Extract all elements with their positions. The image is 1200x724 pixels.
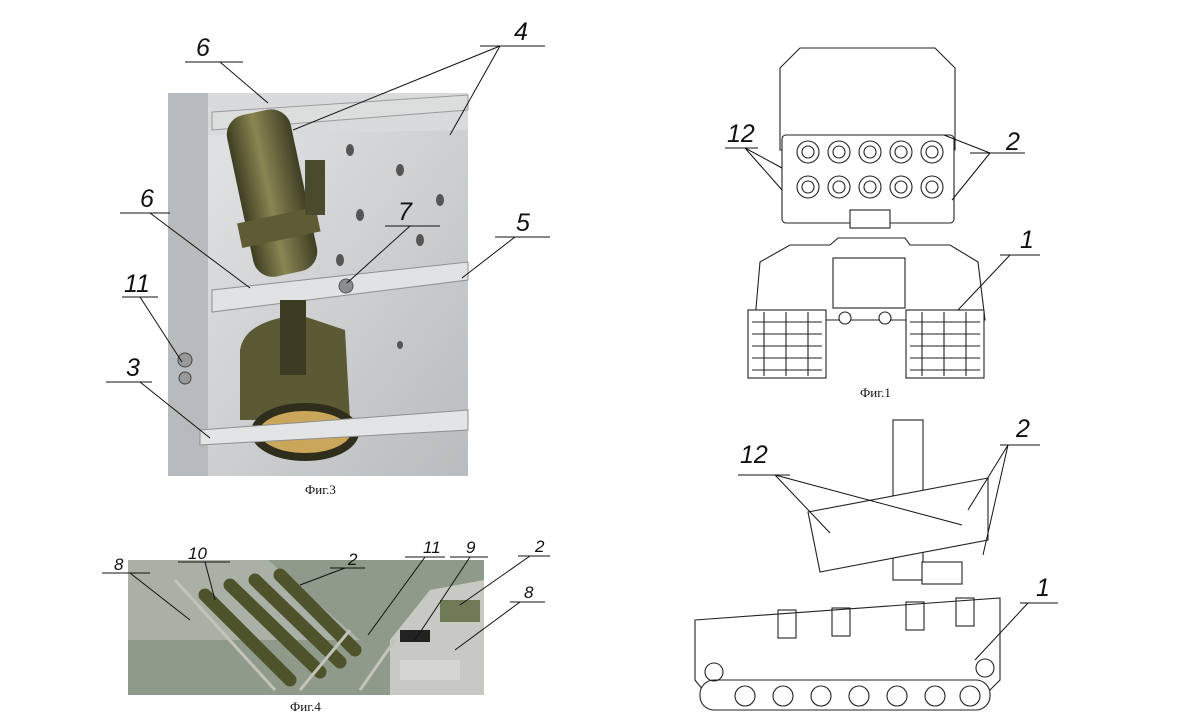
side-view-drawing bbox=[694, 419, 1001, 711]
fig4-label-8-right: 8 bbox=[524, 583, 534, 602]
fig3-labels: 6 4 6 7 5 11 3 Фиг.3 bbox=[124, 18, 530, 497]
fig1-track-left bbox=[747, 309, 827, 379]
fig1-label-2: 2 bbox=[1005, 128, 1020, 156]
fig1-label-1: 1 bbox=[1020, 226, 1034, 254]
fig1-track-right bbox=[905, 309, 985, 379]
side-view-label-1: 1 bbox=[1036, 574, 1050, 602]
fig1-label-12: 12 bbox=[727, 120, 755, 148]
fig4-label-2-right: 2 bbox=[534, 537, 545, 556]
fig3-photo bbox=[168, 93, 469, 476]
fig3-label-3: 3 bbox=[126, 354, 140, 382]
fig3-label-11: 11 bbox=[124, 270, 150, 298]
fig4-labels: 8 10 2 11 9 2 8 Фиг.4 bbox=[114, 537, 545, 714]
fig1-drawing bbox=[747, 47, 986, 379]
fig4-label-9: 9 bbox=[466, 538, 476, 557]
side-view-leaders bbox=[738, 444, 1058, 661]
fig4-label-2-left: 2 bbox=[347, 550, 358, 569]
fig4-label-10: 10 bbox=[188, 544, 207, 563]
fig4-leaders bbox=[102, 555, 550, 651]
fig3-label-7: 7 bbox=[398, 198, 413, 226]
side-view-labels: 12 2 1 bbox=[740, 415, 1050, 602]
fig4-photo bbox=[128, 560, 484, 695]
fig1-labels: 12 2 1 Фиг.1 bbox=[727, 120, 1034, 400]
fig1-tube-cluster bbox=[796, 140, 944, 199]
side-view-wheels bbox=[699, 658, 995, 711]
fig3-label-4: 4 bbox=[514, 18, 528, 46]
side-view-label-12: 12 bbox=[740, 441, 768, 469]
fig3-label-6-mid: 6 bbox=[140, 185, 154, 213]
fig4-caption: Фиг.4 bbox=[290, 699, 321, 714]
fig3-leaders bbox=[106, 45, 550, 439]
fig4-label-11: 11 bbox=[423, 538, 441, 557]
fig1-caption: Фиг.1 bbox=[860, 385, 891, 400]
fig3-caption: Фиг.3 bbox=[305, 482, 336, 497]
fig3-label-6-top: 6 bbox=[196, 34, 210, 62]
fig3-label-5: 5 bbox=[516, 209, 530, 237]
fig1-leaders bbox=[725, 134, 1040, 311]
side-view-label-2: 2 bbox=[1015, 415, 1030, 443]
fig4-label-8-left: 8 bbox=[114, 555, 124, 574]
